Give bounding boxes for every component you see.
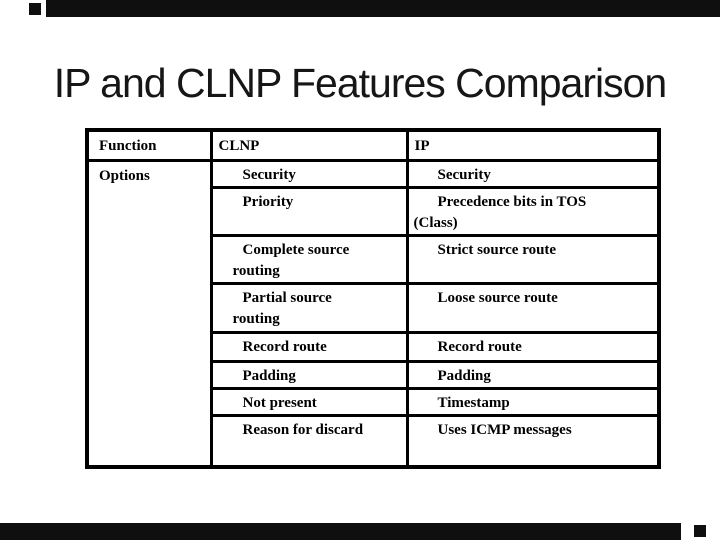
bottom-accent-bar [0, 523, 681, 540]
cell-ip: Timestamp [405, 386, 661, 417]
top-accent-bar [46, 0, 720, 17]
cell-clnp: Partial source routing [209, 281, 409, 334]
cell-clnp: Priority [209, 185, 409, 237]
column-header-function: Function [85, 128, 213, 162]
column-header-clnp: CLNP [209, 128, 409, 162]
cell-clnp: Complete source routing [209, 233, 409, 285]
cell-ip: Strict source route [405, 233, 661, 285]
cell-ip: Precedence bits in TOS (Class) [405, 185, 661, 237]
comparison-table: Function CLNP IP Options Security Securi… [85, 128, 661, 469]
cell-clnp: Not present [209, 386, 409, 417]
column-header-ip: IP [405, 128, 661, 162]
cell-clnp: Record route [209, 330, 409, 363]
row-group-label-options: Options [85, 158, 213, 469]
table-row: Padding Padding [87, 359, 661, 390]
table-row: Complete source routing Strict source ro… [87, 233, 661, 285]
bottom-accent-square [694, 525, 706, 537]
cell-ip: Record route [405, 330, 661, 363]
cell-clnp: Security [209, 158, 409, 189]
cell-ip: Loose source route [405, 281, 661, 334]
table-row: Priority Precedence bits in TOS (Class) [87, 185, 661, 237]
table-row: Partial source routing Loose source rout… [87, 281, 661, 334]
slide-title: IP and CLNP Features Comparison [53, 60, 667, 106]
cell-ip: Security [405, 158, 661, 189]
table-row: Record route Record route [87, 330, 661, 363]
cell-ip: Uses ICMP messages [405, 413, 661, 469]
table-row: Options Security Security [85, 158, 661, 469]
cell-clnp: Reason for discard [209, 413, 409, 469]
cell-clnp: Padding [209, 359, 409, 390]
top-accent-square [29, 3, 41, 15]
table-row: Reason for discard Uses ICMP messages [87, 413, 661, 469]
cell-ip: Padding [405, 359, 661, 390]
table-row: Not present Timestamp [87, 386, 661, 417]
table-header-row: Function CLNP IP [85, 128, 661, 162]
